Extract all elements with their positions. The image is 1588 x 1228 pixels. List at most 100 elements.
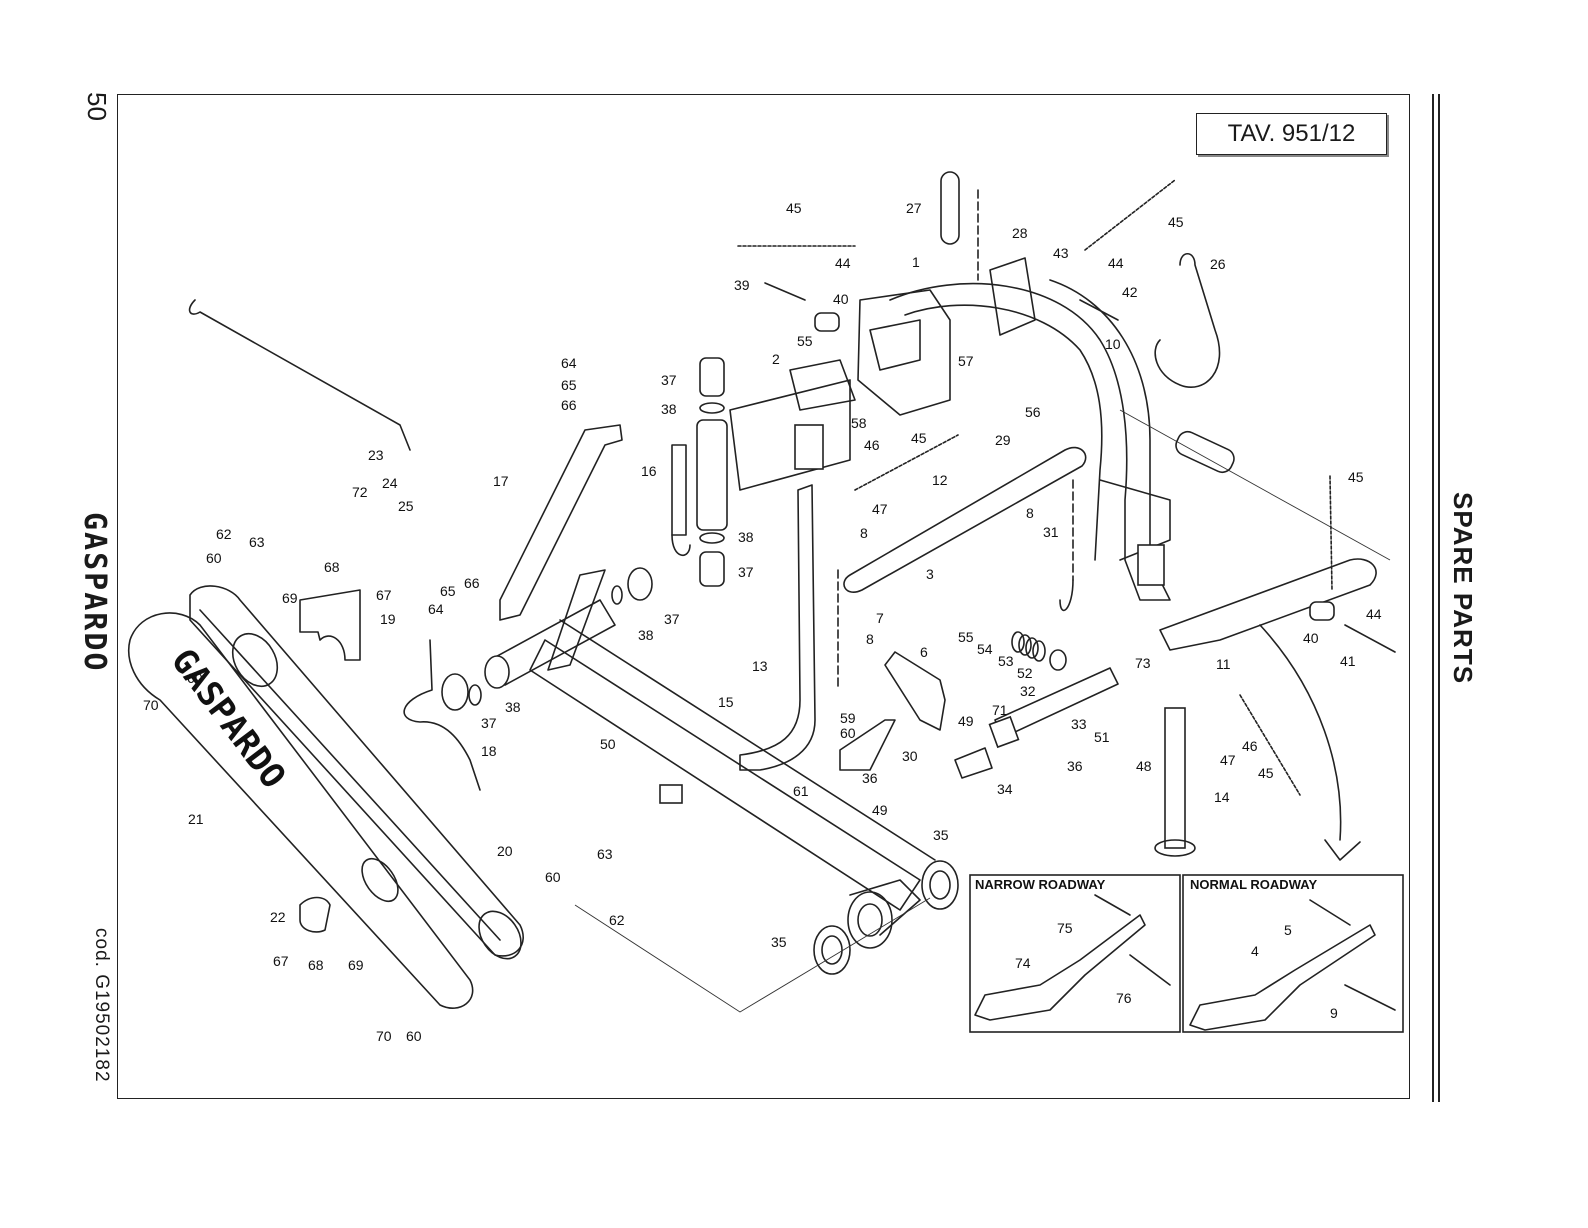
inset-normal-title: NORMAL ROADWAY xyxy=(1190,877,1317,892)
part-callout-44: 44 xyxy=(1108,255,1124,271)
part-callout-37: 37 xyxy=(664,611,680,627)
part-callout: 75 xyxy=(1057,920,1073,936)
part-callout-23: 23 xyxy=(368,447,384,463)
rod-23-part xyxy=(188,299,411,451)
part-callout-42: 42 xyxy=(1122,284,1138,300)
part-callout-45: 45 xyxy=(1348,469,1364,485)
part-callout-8: 8 xyxy=(1026,505,1034,521)
part-callout-49: 49 xyxy=(958,713,974,729)
part-callout-66: 66 xyxy=(561,397,577,413)
part-callout: 5 xyxy=(1284,922,1292,938)
part-callout-60: 60 xyxy=(206,550,222,566)
part-callout-35: 35 xyxy=(771,934,787,950)
part-callout-39: 39 xyxy=(734,277,750,293)
part-callout-14: 14 xyxy=(1214,789,1230,805)
inset-narrow-title: NARROW ROADWAY xyxy=(975,877,1106,892)
spring-53 xyxy=(1011,631,1067,671)
part-callout-46: 46 xyxy=(864,437,880,453)
part-callout-6: 6 xyxy=(920,644,928,660)
part-callout-40: 40 xyxy=(1303,630,1319,646)
part-callout-45: 45 xyxy=(786,200,802,216)
part-callout-37: 37 xyxy=(661,372,677,388)
pin-41 xyxy=(1344,624,1396,653)
part-callout-8: 8 xyxy=(860,525,868,541)
part-callout-55: 55 xyxy=(797,333,813,349)
part-callout-21: 21 xyxy=(188,811,204,827)
part-callout-20: 20 xyxy=(497,843,513,859)
part-callout-15: 15 xyxy=(718,694,734,710)
top-hitch-block xyxy=(729,289,951,491)
part-callout-54: 54 xyxy=(977,641,993,657)
plate-19-part xyxy=(299,589,361,661)
part-callout-33: 33 xyxy=(1071,716,1087,732)
part-callout-18: 18 xyxy=(481,743,497,759)
part-callout-64: 64 xyxy=(561,355,577,371)
part-callout-49: 49 xyxy=(872,802,888,818)
part-callout-43: 43 xyxy=(1053,245,1069,261)
spring-18-part xyxy=(403,639,481,791)
part-callout-66: 66 xyxy=(464,575,480,591)
part-callout-60: 60 xyxy=(545,869,561,885)
part-callout-69: 69 xyxy=(348,957,364,973)
main-toolbar-part xyxy=(529,569,936,949)
bracket-6 xyxy=(884,651,946,731)
line-45-mid xyxy=(854,434,959,491)
part-callout-55: 55 xyxy=(958,629,974,645)
part-callout-16: 16 xyxy=(641,463,657,479)
part-callout-73: 73 xyxy=(1135,655,1151,671)
link-27 xyxy=(940,171,960,245)
part-callout-64: 64 xyxy=(428,601,444,617)
table-id-box: TAV. 951/12 xyxy=(1196,113,1387,155)
pin-42 xyxy=(1079,299,1119,321)
part-callout-29: 29 xyxy=(995,432,1011,448)
part-callout: 76 xyxy=(1116,990,1132,1006)
plate-22-part xyxy=(299,896,331,933)
part-callout-61: 61 xyxy=(793,783,809,799)
rotation-arrow xyxy=(1259,624,1361,861)
part-callout-63: 63 xyxy=(249,534,265,550)
part-callout-3: 3 xyxy=(926,566,934,582)
drawing-frame xyxy=(117,94,1410,1099)
part-callout-57: 57 xyxy=(958,353,974,369)
part-callout: 74 xyxy=(1015,955,1031,971)
part-callout-17: 17 xyxy=(493,473,509,489)
part-callout-12: 12 xyxy=(932,472,948,488)
part-callout-38: 38 xyxy=(738,529,754,545)
part-callout-24: 24 xyxy=(382,475,398,491)
lower-arm-part xyxy=(843,446,1087,593)
part-callout-31: 31 xyxy=(1043,524,1059,540)
part-callout-13: 13 xyxy=(752,658,768,674)
part-callout-45: 45 xyxy=(1168,214,1184,230)
part-callout-70: 70 xyxy=(143,697,159,713)
bushing-40-right xyxy=(1309,601,1335,621)
part-callout-27: 27 xyxy=(906,200,922,216)
line-45-vert xyxy=(1329,475,1333,591)
upright-tube-part xyxy=(739,484,816,771)
part-callout-11: 11 xyxy=(1216,656,1231,672)
line-45-right xyxy=(1084,179,1176,251)
part-callout-70: 70 xyxy=(376,1028,392,1044)
part-callout-71: 71 xyxy=(992,702,1008,718)
part-callout-34: 34 xyxy=(997,781,1013,797)
part-callout-35: 35 xyxy=(933,827,949,843)
part-callout-8: 8 xyxy=(866,631,874,647)
part-callout-46: 46 xyxy=(1242,738,1258,754)
part-callout-44: 44 xyxy=(835,255,851,271)
part-callout-40: 40 xyxy=(833,291,849,307)
inset-narrow-roadway xyxy=(969,874,1181,1033)
part-callout-22: 22 xyxy=(270,909,286,925)
part-callout-47: 47 xyxy=(872,501,888,517)
part-callout-65: 65 xyxy=(440,583,456,599)
part-callout-67: 67 xyxy=(376,587,392,603)
part-callout-38: 38 xyxy=(505,699,521,715)
part-callout-7: 7 xyxy=(876,610,884,626)
part-callout-48: 48 xyxy=(1136,758,1152,774)
part-callout-36: 36 xyxy=(862,770,878,786)
part-callout-44: 44 xyxy=(1366,606,1382,622)
part-callout-45: 45 xyxy=(1258,765,1274,781)
part-callout: 9 xyxy=(1330,1005,1338,1021)
part-callout-36: 36 xyxy=(1067,758,1083,774)
rear-beam-part xyxy=(1159,558,1377,651)
